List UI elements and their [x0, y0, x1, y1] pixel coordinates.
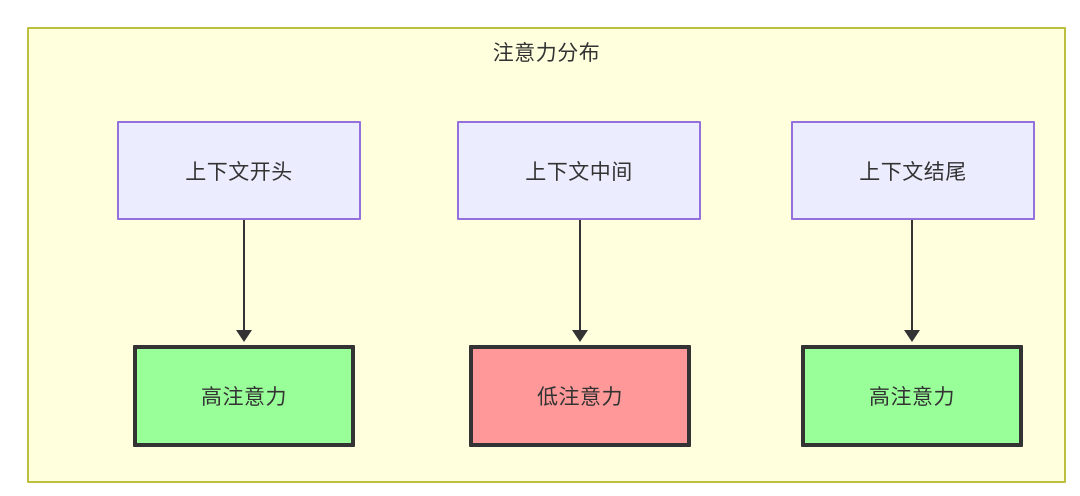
edge-line-context-start [243, 220, 245, 330]
node-context-end[interactable]: 上下文结尾 [791, 121, 1035, 220]
node-high-attention-end[interactable]: 高注意力 [801, 345, 1023, 447]
attention-distribution-cluster: 注意力分布 上下文开头 高注意力 上下文中间 低注意力 上下文结尾 高注意力 [27, 27, 1066, 483]
edge-line-context-middle [579, 220, 581, 330]
arrow-head-icon [904, 330, 920, 342]
node-low-attention-middle[interactable]: 低注意力 [469, 345, 691, 447]
arrow-head-icon [572, 330, 588, 342]
arrow-head-icon [236, 330, 252, 342]
edge-line-context-end [911, 220, 913, 330]
node-context-middle[interactable]: 上下文中间 [457, 121, 701, 220]
node-context-start[interactable]: 上下文开头 [117, 121, 361, 220]
diagram-title: 注意力分布 [492, 42, 601, 65]
node-high-attention-start[interactable]: 高注意力 [133, 345, 355, 447]
